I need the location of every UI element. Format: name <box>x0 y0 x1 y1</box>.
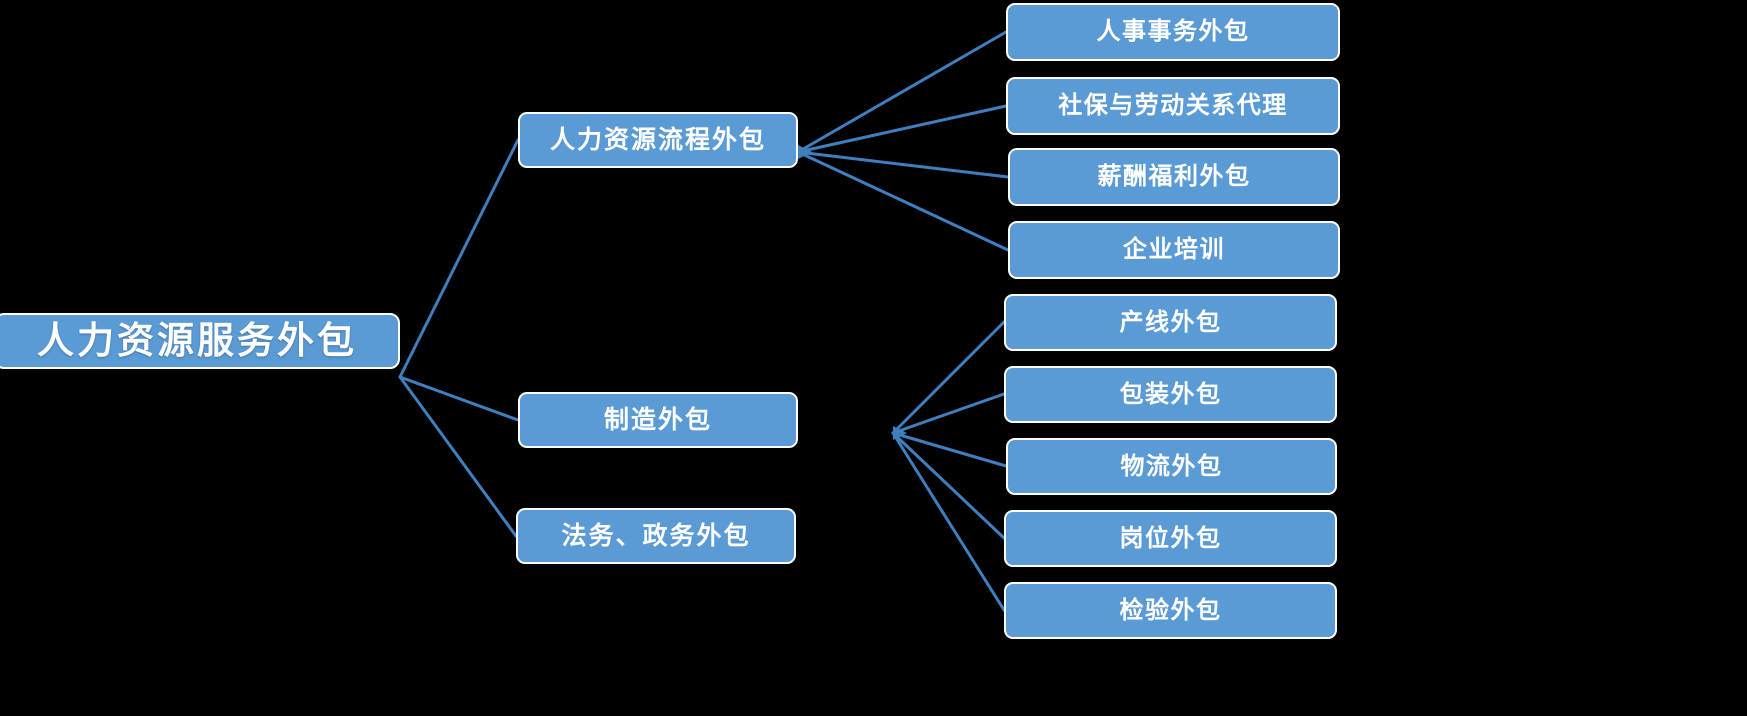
node-leaf-personnel-affairs[interactable]: 人事事务外包 <box>1006 3 1340 61</box>
arrowhead-mfg <box>893 426 907 440</box>
node-leaf-position[interactable]: 岗位外包 <box>1004 510 1337 567</box>
edge-hrpo-to-leaf-3 <box>796 150 1010 179</box>
edge-hrpo-to-leaf-2 <box>796 104 1008 154</box>
connector-arrowheads <box>798 145 907 440</box>
node-branch-legal-government-label: 法务、政务外包 <box>561 520 751 550</box>
node-leaf-corporate-training-label: 企业培训 <box>1123 235 1225 264</box>
node-leaf-social-insurance-labor-relations[interactable]: 社保与劳动关系代理 <box>1006 77 1340 135</box>
node-leaf-social-insurance-labor-relations-label: 社保与劳动关系代理 <box>1058 91 1288 120</box>
arrowhead-hrpo <box>798 145 812 159</box>
node-leaf-compensation-benefits[interactable]: 薪酬福利外包 <box>1008 148 1340 206</box>
node-leaf-packaging-label: 包装外包 <box>1119 379 1222 408</box>
edge-root-to-hrpo <box>398 138 520 379</box>
edge-root-to-mfg <box>398 375 520 422</box>
node-branch-manufacturing-label: 制造外包 <box>603 404 712 434</box>
node-branch-manufacturing[interactable]: 制造外包 <box>518 392 798 448</box>
node-root-label: 人力资源服务外包 <box>37 318 357 362</box>
node-leaf-position-label: 岗位外包 <box>1119 523 1222 552</box>
node-branch-hr-process-label: 人力资源流程外包 <box>549 124 766 154</box>
edge-hrpo-to-leaf-1 <box>796 30 1008 154</box>
edge-root-to-legal <box>398 375 518 538</box>
node-leaf-logistics-label: 物流外包 <box>1120 451 1223 480</box>
edge-mfg-to-leaf-2 <box>891 392 1006 435</box>
node-leaf-packaging[interactable]: 包装外包 <box>1004 366 1337 423</box>
node-branch-hr-process[interactable]: 人力资源流程外包 <box>518 112 798 168</box>
node-leaf-logistics[interactable]: 物流外包 <box>1006 438 1337 495</box>
node-leaf-corporate-training[interactable]: 企业培训 <box>1008 221 1340 279</box>
node-leaf-personnel-affairs-label: 人事事务外包 <box>1096 17 1250 46</box>
node-leaf-production-line-label: 产线外包 <box>1119 307 1222 336</box>
edge-mfg-to-leaf-1 <box>891 320 1006 435</box>
node-root[interactable]: 人力资源服务外包 <box>0 313 400 369</box>
node-leaf-compensation-benefits-label: 薪酬福利外包 <box>1097 162 1251 191</box>
edge-mfg-to-leaf-3 <box>891 431 1008 468</box>
node-leaf-production-line[interactable]: 产线外包 <box>1004 294 1337 351</box>
node-leaf-inspection[interactable]: 检验外包 <box>1004 582 1337 639</box>
edge-mfg-to-leaf-5 <box>891 431 1006 612</box>
edge-mfg-to-leaf-4 <box>891 431 1006 540</box>
edge-hrpo-to-leaf-4 <box>796 150 1010 252</box>
node-branch-legal-government[interactable]: 法务、政务外包 <box>516 508 796 564</box>
node-leaf-inspection-label: 检验外包 <box>1119 595 1222 624</box>
